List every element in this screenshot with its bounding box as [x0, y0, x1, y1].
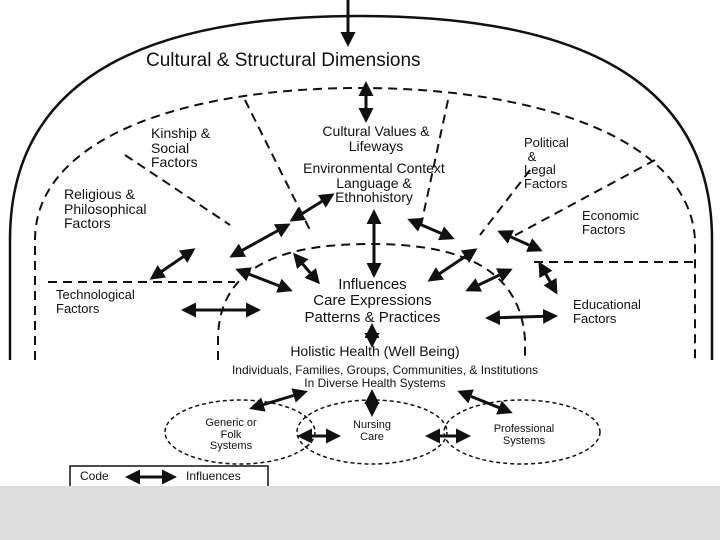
political-factors-label: Political & Legal Factors [524, 135, 569, 191]
professional-ellipse [443, 399, 601, 465]
footer-band [0, 486, 720, 540]
influence-arrows [149, 0, 558, 444]
technological-factors-label: Technological Factors [56, 287, 135, 316]
patterns-practices-label: Patterns & Practices [304, 309, 441, 326]
arrow-educational [485, 308, 558, 326]
professional-systems-label: Professional Systems [493, 423, 555, 447]
cultural-values-label: Cultural Values & Lifeways [322, 123, 430, 154]
generic-ellipse [164, 399, 316, 465]
nursing-ellipse [296, 399, 448, 465]
care-expressions-label: Care Expressions [313, 292, 432, 309]
arrow-political [407, 217, 455, 241]
legend-code-label: Code [80, 469, 109, 483]
arrow-economic [497, 230, 543, 252]
arrow-center-right [465, 268, 513, 292]
influences-label: Influences [338, 276, 407, 293]
holistic-health-label: Holistic Health (Well Being) [290, 343, 460, 359]
arrow-to-folk [249, 388, 308, 412]
economic-factors-label: Economic Factors [582, 208, 640, 237]
diagram-title: Cultural & Structural Dimensions [146, 50, 421, 71]
arrow-kinship [229, 223, 291, 258]
arrow-educational-diagonal [538, 261, 558, 295]
generic-folk-systems-label: Generic or Folk Systems [205, 417, 257, 453]
individuals-families-label: Individuals, Families, Groups, Communiti… [231, 363, 539, 377]
legend-influences-label: Influences [186, 469, 241, 483]
arrow-to-professional [457, 389, 513, 415]
arrow-center-left [235, 267, 293, 293]
diverse-health-systems-label: In Diverse Health Systems [304, 376, 446, 390]
religious-factors-label: Religious & Philosophical Factors [64, 186, 147, 232]
nursing-care-label: Nursing Care [353, 419, 391, 443]
environmental-context-label: Environmental Context Language & Ethnohi… [303, 160, 445, 206]
health-systems [164, 399, 601, 465]
arrow-cultural-values [289, 193, 335, 222]
arrow-religious [149, 248, 196, 280]
educational-factors-label: Educational Factors [573, 297, 641, 326]
kinship-factors-label: Kinship & Social Factors [151, 125, 211, 171]
outer-dome [8, 14, 714, 360]
arrow-center-upright [427, 248, 478, 282]
arrow-center-upleft [293, 252, 320, 285]
